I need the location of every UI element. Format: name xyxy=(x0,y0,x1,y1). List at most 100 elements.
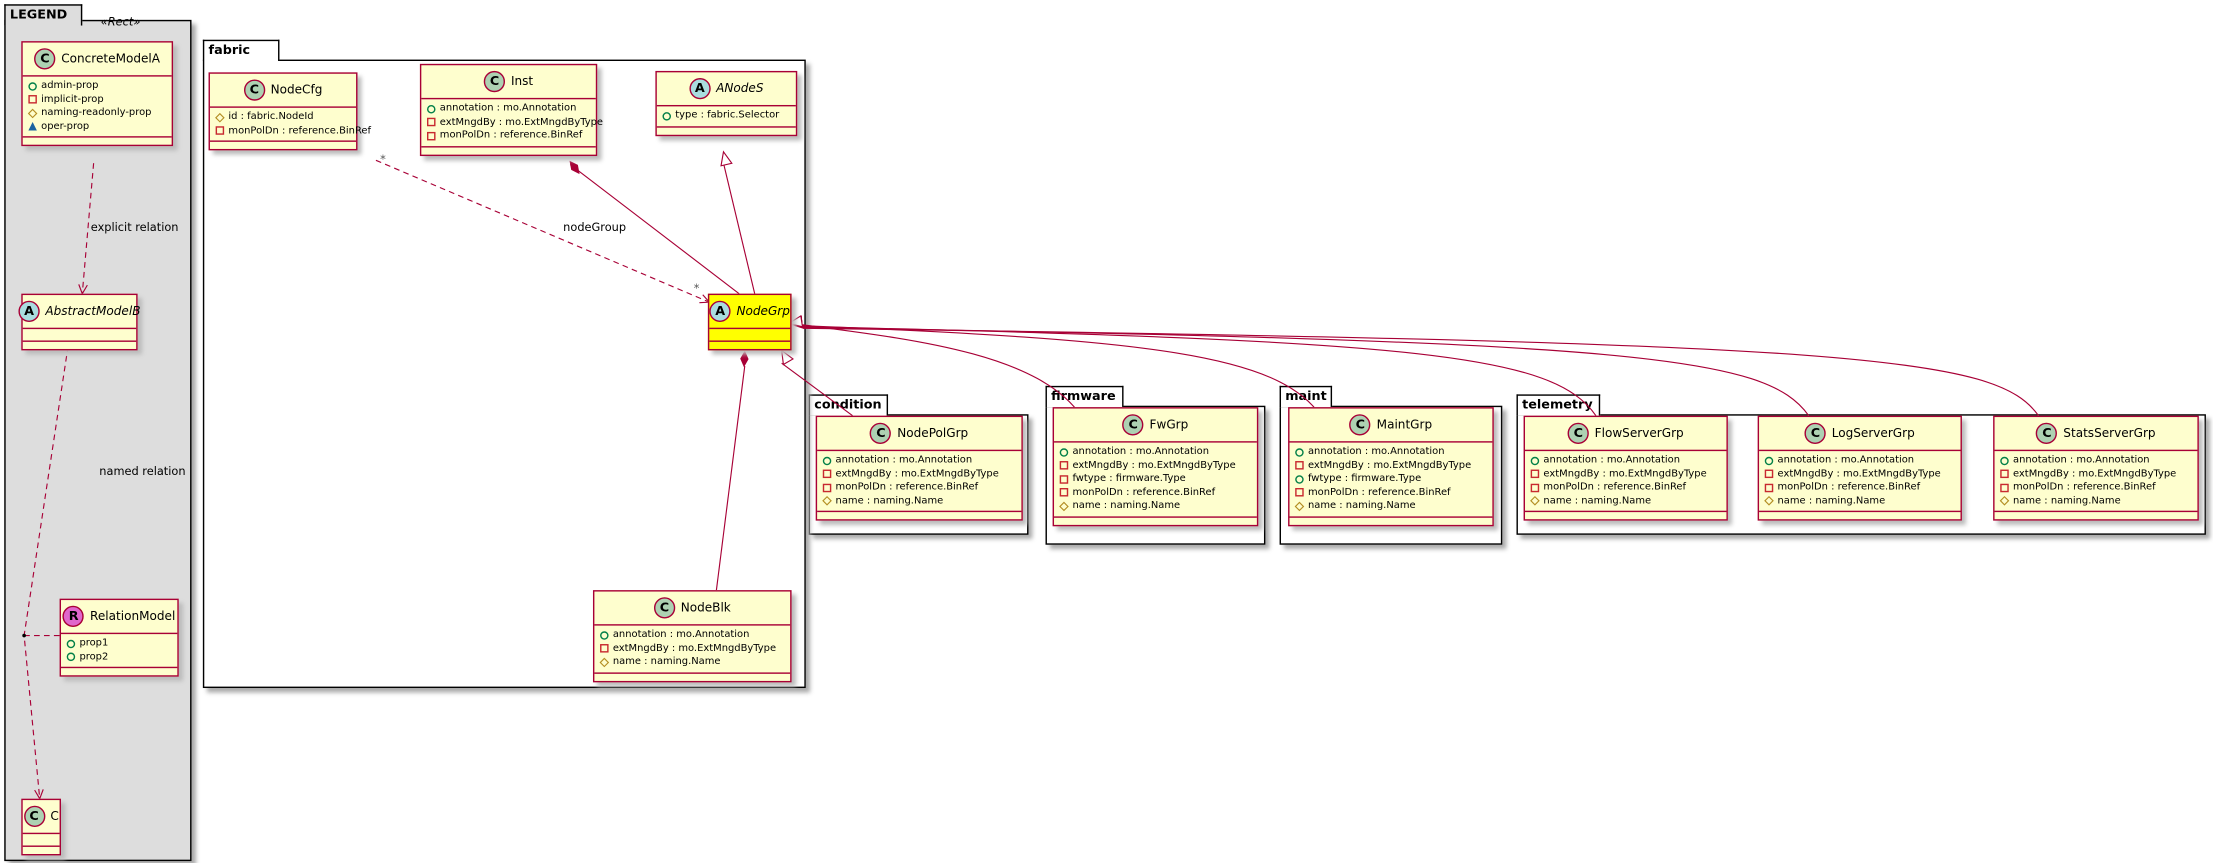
attribute: monPolDn : reference.BinRef xyxy=(1764,480,1955,494)
attribute: name : naming.Name xyxy=(1999,494,2192,507)
class-name: FlowServerGrp xyxy=(1594,426,1684,441)
attribute: admin-prop xyxy=(28,79,166,92)
attribute-text: extMngdBy : mo.ExtMngdByType xyxy=(612,641,777,654)
public-visibility-icon xyxy=(1059,447,1069,457)
private-visibility-icon xyxy=(822,483,832,492)
class-spot-icon: C xyxy=(34,48,56,70)
operation-list xyxy=(1290,517,1493,524)
operation-list xyxy=(594,673,790,680)
legend-stereotype: «Rect» xyxy=(100,15,141,29)
private-visibility-icon xyxy=(426,118,436,127)
attribute-text: monPolDn : reference.BinRef xyxy=(1777,480,1921,493)
attribute-text: naming-readonly-prop xyxy=(41,106,152,118)
attribute-text: annotation : mo.Annotation xyxy=(835,453,973,466)
class-name: RelationModel xyxy=(89,609,176,624)
attribute-text: name : naming.Name xyxy=(1307,499,1416,511)
class-spot-icon: C xyxy=(1349,414,1371,436)
class-name: ConcreteModelA xyxy=(61,51,161,66)
attribute: monPolDn : reference.BinRef xyxy=(1059,486,1252,499)
attribute-text: extMngdBy : mo.ExtMngdByType xyxy=(2012,467,2177,479)
public-visibility-icon xyxy=(600,630,609,640)
class-name: Inst xyxy=(510,74,534,89)
protected-visibility-icon xyxy=(1294,501,1305,511)
private-visibility-icon xyxy=(1295,461,1304,470)
operation-list xyxy=(61,668,177,675)
private-visibility-icon xyxy=(822,469,832,479)
attribute: extMngdBy : mo.ExtMngdByType xyxy=(822,467,1016,480)
private-visibility-icon xyxy=(1530,469,1540,479)
operation-list xyxy=(1759,512,1960,519)
attribute-text: extMngdBy : mo.ExtMngdByType xyxy=(1072,458,1236,471)
attribute-text: extMngdBy : mo.ExtMngdByType xyxy=(1777,467,1941,479)
attribute: annotation : mo.Annotation xyxy=(1530,454,1721,467)
attribute-text: id : fabric.NodeId xyxy=(228,110,314,122)
attribute-text: name : naming.Name xyxy=(1543,494,1652,506)
attribute: monPolDn : reference.BinRef xyxy=(426,129,590,142)
attribute-text: monPolDn : reference.BinRef xyxy=(835,480,979,493)
operation-list xyxy=(817,512,1021,519)
multiplicity-target: * xyxy=(693,282,700,296)
attribute: annotation : mo.Annotation xyxy=(822,453,1016,467)
operation-list xyxy=(23,138,172,145)
private-visibility-icon xyxy=(426,131,436,141)
public-visibility-icon xyxy=(662,111,671,121)
public-visibility-icon xyxy=(822,456,832,465)
public-visibility-icon xyxy=(66,639,76,648)
public-visibility-icon xyxy=(2000,456,2009,465)
attribute-text: extMngdBy : mo.ExtMngdByType xyxy=(1543,467,1707,479)
named-relation-label: named relation xyxy=(99,465,186,479)
operation-list xyxy=(1054,517,1257,524)
attribute-text: name : naming.Name xyxy=(1777,494,1886,506)
anodes-nodegrp-generalization xyxy=(722,163,756,294)
attribute: name : naming.Name xyxy=(822,494,1016,507)
class-name: LogServerGrp xyxy=(1831,426,1915,441)
private-visibility-icon xyxy=(1295,488,1304,497)
multiplicity-source: * xyxy=(380,153,386,166)
attribute-text: extMngdBy : mo.ExtMngdByType xyxy=(439,115,604,127)
attribute-text: type : fabric.Selector xyxy=(675,109,780,121)
attribute-text: extMngdBy : mo.ExtMngdByType xyxy=(835,467,999,479)
class-name: StatsServerGrp xyxy=(2063,426,2156,441)
protected-visibility-icon xyxy=(27,108,38,118)
attribute: prop2 xyxy=(66,650,172,663)
attribute-text: annotation : mo.Annotation xyxy=(1777,453,1915,466)
class-header: C ConcreteModelA xyxy=(22,43,172,77)
attribute-text: name : naming.Name xyxy=(612,655,721,667)
arrowhead-icon xyxy=(78,284,88,295)
attribute: name : naming.Name xyxy=(1764,494,1955,507)
private-visibility-icon xyxy=(1059,488,1069,497)
attribute-text: annotation : mo.Annotation xyxy=(1072,445,1210,457)
private-visibility-icon xyxy=(1530,483,1540,492)
operation-list xyxy=(421,147,595,154)
nodepolgrp-generalization xyxy=(781,362,853,417)
attribute: fwtype : firmware.Type xyxy=(1059,472,1252,485)
attribute: monPolDn : reference.BinRef xyxy=(1295,486,1487,499)
